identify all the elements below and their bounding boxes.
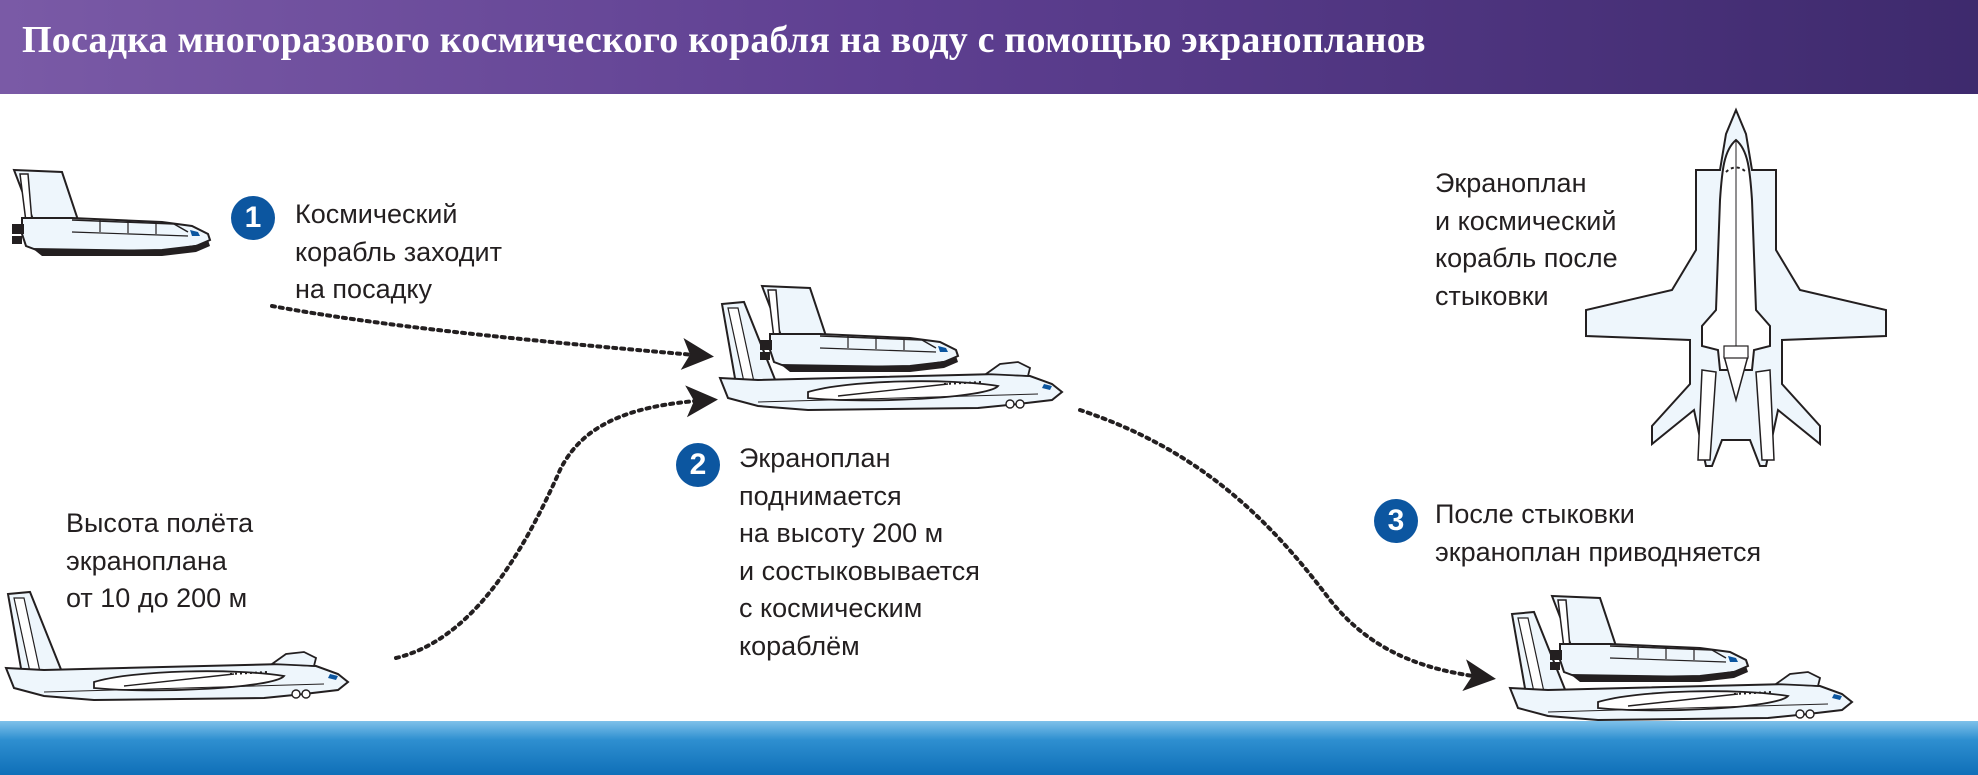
shuttle-docking-icon (759, 285, 959, 373)
descent-trajectory (1078, 408, 1496, 692)
step-2-badge: 2 (676, 443, 720, 487)
shuttle-docked-landing-icon (1549, 595, 1749, 683)
page-title: Посадка многоразового космического кораб… (22, 19, 1426, 61)
step-1-badge: 1 (231, 196, 275, 240)
step-1-caption: Космический корабль заходит на посадку (295, 199, 502, 304)
step-2-caption: Экраноплан поднимается на высоту 200 м и… (739, 443, 980, 661)
approach-trajectory (270, 304, 714, 370)
water-surface (0, 721, 1978, 775)
altitude-caption: Высота полёта экраноплана от 10 до 200 м (66, 508, 254, 613)
title-bar: Посадка многоразового космического кораб… (0, 0, 1978, 94)
step-3-caption: После стыковки экраноплан приводняется (1435, 499, 1762, 567)
shuttle-approaching-icon (11, 169, 211, 257)
docked-view-caption: Экраноплан и космический корабль после с… (1435, 168, 1618, 311)
step-3-badge: 3 (1374, 499, 1418, 543)
climb-trajectory (394, 385, 718, 660)
docked-top-view-icon (1585, 109, 1887, 467)
